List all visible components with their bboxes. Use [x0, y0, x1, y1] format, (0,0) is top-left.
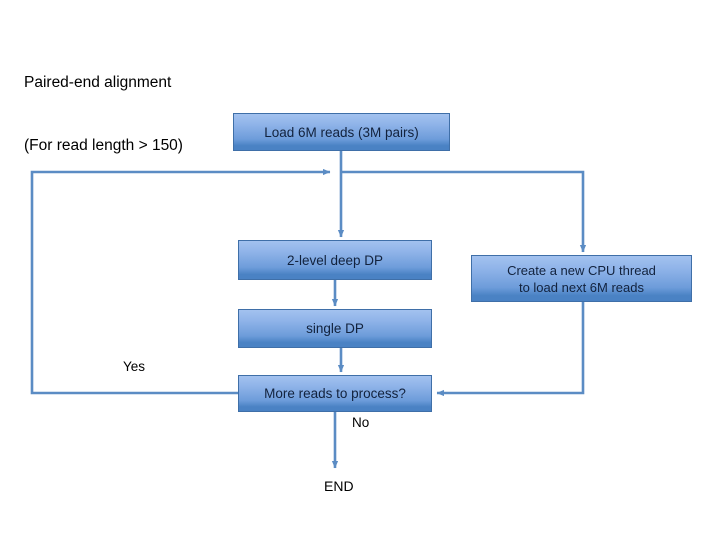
node-more-reads-decision-label: More reads to process? — [264, 386, 406, 401]
page-title: Paired-end alignment (For read length > … — [24, 30, 183, 198]
edge-label-yes: Yes — [123, 359, 146, 374]
node-load-reads-label: Load 6M reads (3M pairs) — [264, 124, 419, 140]
node-more-reads-decision[interactable]: More reads to process? — [238, 375, 432, 412]
connector-cpu-to-more — [436, 302, 585, 397]
node-single-dp[interactable]: single DP — [238, 309, 432, 348]
node-two-level-deep-dp[interactable]: 2-level deep DP — [238, 240, 432, 280]
node-two-level-deep-dp-label: 2-level deep DP — [286, 252, 384, 268]
title-line-2: (For read length > 150) — [24, 137, 183, 154]
node-create-cpu-thread-label: Create a new CPU thread to load next 6M … — [507, 262, 656, 295]
connector-loop-yes-left — [30, 168, 331, 395]
node-create-cpu-thread[interactable]: Create a new CPU thread to load next 6M … — [471, 255, 692, 302]
edge-label-no: No — [352, 415, 370, 430]
title-line-1: Paired-end alignment — [24, 74, 172, 91]
terminator-end-label: END — [324, 478, 354, 494]
node-load-reads[interactable]: Load 6M reads (3M pairs) — [233, 113, 450, 151]
node-single-dp-label: single DP — [306, 321, 364, 336]
